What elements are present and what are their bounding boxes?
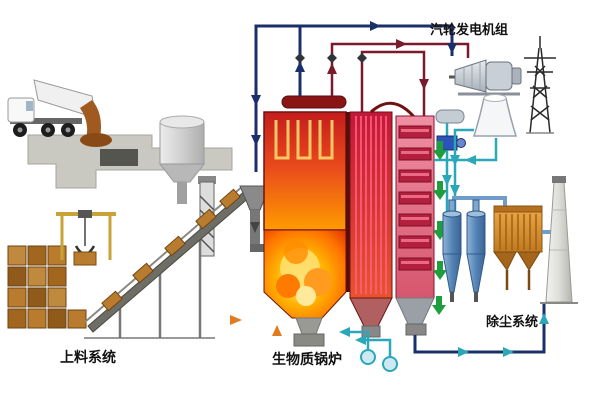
flow-arrows-green — [432, 141, 447, 315]
bag-filter — [493, 205, 556, 290]
chimney — [540, 176, 578, 304]
label-turbine-generator-unit: 汽轮发电机组 — [430, 22, 508, 37]
feed-hopper — [158, 115, 206, 204]
steam-turbine-generator — [449, 59, 522, 96]
cyclone-separators — [442, 196, 507, 302]
transmission-tower — [524, 36, 556, 134]
label-feeding-system: 上料系统 — [60, 349, 116, 365]
flue-gas-duct — [413, 302, 549, 357]
condenser-cooling-tower — [434, 94, 518, 212]
biomass-boiler — [263, 95, 435, 347]
flow-arrows-orange — [230, 315, 282, 336]
dump-truck — [7, 79, 112, 147]
label-biomass-boiler: 生物质锅炉 — [272, 351, 342, 367]
feed-chute — [239, 185, 271, 252]
air-blowers — [339, 327, 398, 372]
label-dust-removal-system: 除尘系统 — [486, 314, 538, 329]
grab-crane — [56, 210, 116, 266]
feedwater-tank — [435, 109, 465, 124]
inclined-conveyor — [84, 185, 252, 339]
straw-bale-stack — [7, 245, 87, 329]
steam-piping — [251, 21, 470, 172]
